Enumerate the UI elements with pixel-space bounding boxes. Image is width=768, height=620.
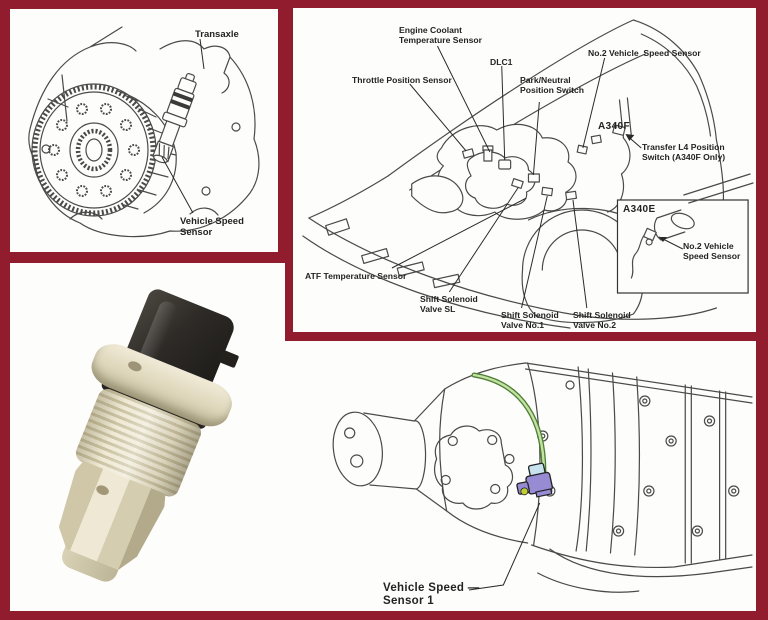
transaxle-case-outline — [28, 26, 260, 238]
solenoid-sl-label: Shift Solenoid Valve SL — [420, 294, 478, 315]
atf-temperature-label: ATF Temperature Sensor — [305, 271, 407, 281]
vss-leader-line — [161, 156, 194, 214]
throttle-position-label: Throttle Position Sensor — [352, 75, 452, 85]
a340e-inset-box — [616, 199, 749, 294]
no2-vss-label: No.2 Vehicle Speed Sensor — [588, 48, 701, 58]
car-body-outline — [302, 19, 725, 329]
speed-sensor-drawing — [152, 72, 197, 164]
transaxle-label: Transaxle — [195, 29, 239, 40]
vehicle-speed-sensor-1 — [516, 462, 553, 498]
engine-coolant-label: Engine Coolant Temperature Sensor — [399, 25, 482, 46]
solenoid-no1-label: Shift Solenoid Valve No.1 — [501, 310, 559, 331]
sensor-photo-panel — [10, 263, 285, 611]
leader-lines — [391, 45, 642, 309]
dlc1-label: DLC1 — [490, 57, 513, 67]
transaxle-diagram-panel: Transaxle Vehicle Speed Sensor — [10, 9, 278, 252]
solenoid-no2-label: Shift Solenoid Valve No.2 — [573, 310, 631, 331]
park-neutral-label: Park/Neutral Position Switch — [520, 75, 584, 96]
engine-bay-line-art — [302, 19, 754, 329]
sensor-wire — [471, 372, 547, 482]
transfer-arrowhead — [625, 134, 635, 141]
body-crease-lines — [683, 173, 754, 204]
a340e-label: A340E — [623, 204, 656, 215]
vehicle-speed-sensor-label: Vehicle Speed Sensor — [180, 216, 244, 239]
transfer-l4-label: Transfer L4 Position Switch (A340F Only) — [642, 142, 726, 163]
transmission-line-art — [332, 362, 753, 593]
vss1-label: Vehicle Speed — Sensor 1 — [383, 582, 480, 607]
engine-bay-diagram-panel: Engine Coolant Temperature Sensor DLC1 T… — [293, 8, 756, 332]
vehicle-speed-sensor-photo — [16, 276, 264, 603]
transaxle-line-art — [28, 26, 260, 238]
engine-blobs — [411, 123, 577, 220]
sensor-components — [461, 124, 626, 201]
transaxle-leader-line — [199, 38, 205, 70]
transmission-case — [524, 362, 753, 593]
a340f-label: A340F — [598, 121, 631, 132]
planet-gears — [48, 103, 140, 197]
no2-vss-inset-label: No.2 Vehicle Speed Sensor — [683, 241, 741, 262]
bell-housing — [434, 362, 541, 546]
transmission-diagram-panel: Vehicle Speed — Sensor 1 — [285, 341, 756, 611]
output-shaft — [332, 388, 448, 512]
vss1-leader-line — [468, 502, 541, 591]
